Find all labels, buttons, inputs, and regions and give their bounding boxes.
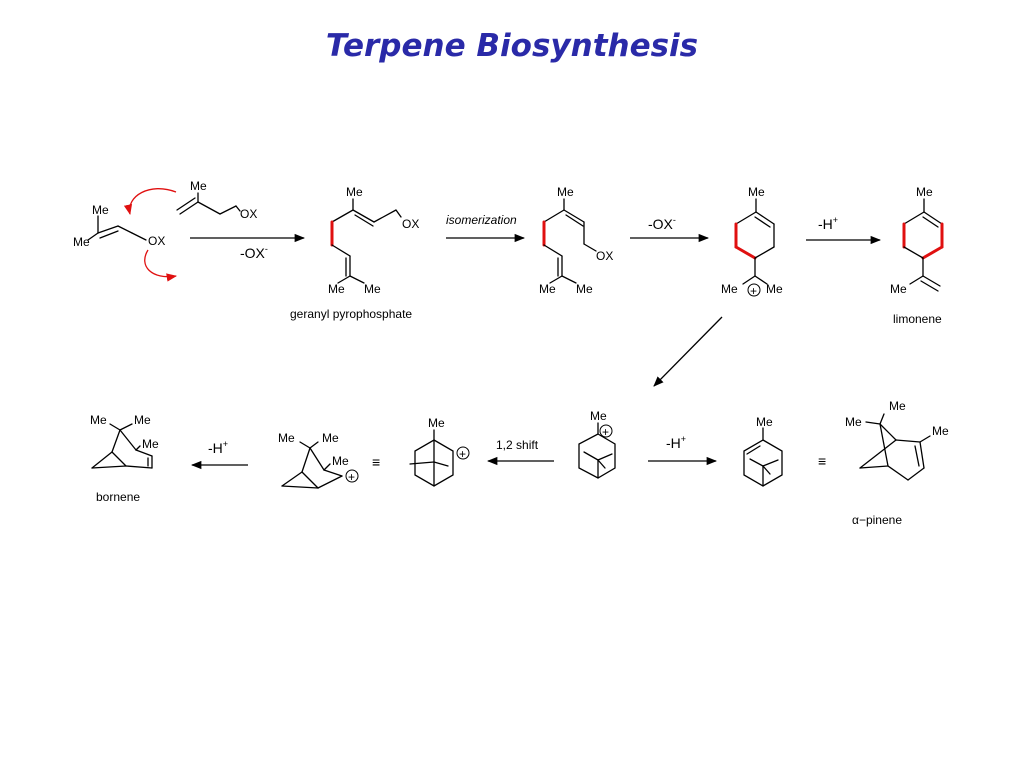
- dimethylallyl-pyrophosphate: Me Me OX: [73, 203, 165, 249]
- limonene-structure: Me Me: [890, 185, 944, 296]
- bornene-structure: Me Me Me: [90, 413, 159, 469]
- geranyl-pyrophosphate-structure: Me OX Me Me: [328, 185, 419, 296]
- atom-label: Me: [364, 282, 381, 296]
- atom-label: Me: [134, 413, 151, 427]
- atom-label: OX: [240, 207, 257, 221]
- reaction-arrow: [653, 316, 723, 387]
- atom-label: OX: [402, 217, 419, 231]
- bornyl-cation-hexagon-structure: Me +: [409, 416, 470, 487]
- atom-label: Me: [916, 185, 933, 199]
- atom-label: Me: [721, 282, 738, 296]
- isopentenyl-pyrophosphate: Me OX: [176, 179, 257, 221]
- alpha-pinene-hexagon-structure: Me: [743, 415, 783, 487]
- atom-label: Me: [92, 203, 109, 217]
- compound-label-limonene: limonene: [893, 312, 942, 326]
- atom-label: Me: [539, 282, 556, 296]
- atom-label: Me: [756, 415, 773, 429]
- atom-label: Me: [889, 399, 906, 413]
- charge-plus: +: [459, 447, 466, 461]
- reagent-label: -H+: [818, 215, 838, 232]
- atom-label: Me: [90, 413, 107, 427]
- atom-label: Me: [590, 409, 607, 423]
- neryl-pyrophosphate-structure: Me OX Me Me: [539, 185, 613, 296]
- atom-label: Me: [142, 437, 159, 451]
- atom-label: Me: [190, 179, 207, 193]
- reagent-label: -OX-: [240, 244, 268, 261]
- charge-plus: +: [750, 284, 757, 298]
- atom-label: Me: [73, 235, 90, 249]
- equivalence-sign: ≡: [818, 453, 826, 469]
- atom-label: Me: [332, 454, 349, 468]
- compound-label-pinene: α−pinene: [852, 513, 902, 527]
- atom-label: Me: [346, 185, 363, 199]
- atom-label: Me: [278, 431, 295, 445]
- reagent-label: 1,2 shift: [496, 438, 539, 452]
- atom-label: Me: [328, 282, 345, 296]
- terpinyl-cation-structure: Me Me Me +: [721, 185, 783, 298]
- compound-label-geranyl: geranyl pyrophosphate: [290, 307, 412, 321]
- atom-label: Me: [890, 282, 907, 296]
- atom-label: Me: [932, 424, 949, 438]
- curved-arrow: [123, 188, 177, 216]
- compound-label-bornene: bornene: [96, 490, 140, 504]
- reagent-label: isomerization: [446, 213, 517, 227]
- atom-label: Me: [748, 185, 765, 199]
- atom-label: Me: [322, 431, 339, 445]
- atom-label: Me: [428, 416, 445, 430]
- charge-plus: +: [602, 425, 609, 439]
- atom-label: Me: [557, 185, 574, 199]
- bornyl-cation-3d-structure: Me Me Me +: [278, 431, 359, 489]
- alpha-pinene-3d-structure: Me Me Me: [845, 399, 949, 481]
- equivalence-sign: ≡: [372, 454, 380, 470]
- curved-arrow: [144, 249, 178, 282]
- charge-plus: +: [348, 470, 355, 484]
- reagent-label: -H+: [208, 439, 228, 456]
- slide-title: Terpene Biosynthesis: [325, 28, 699, 64]
- atom-label: Me: [576, 282, 593, 296]
- pinyl-cation-structure: Me +: [578, 409, 616, 479]
- atom-label: Me: [766, 282, 783, 296]
- atom-label: Me: [845, 415, 862, 429]
- atom-label: OX: [148, 234, 165, 248]
- atom-label: OX: [596, 249, 613, 263]
- reagent-label: -OX-: [648, 215, 676, 232]
- reagent-label: -H+: [666, 434, 686, 451]
